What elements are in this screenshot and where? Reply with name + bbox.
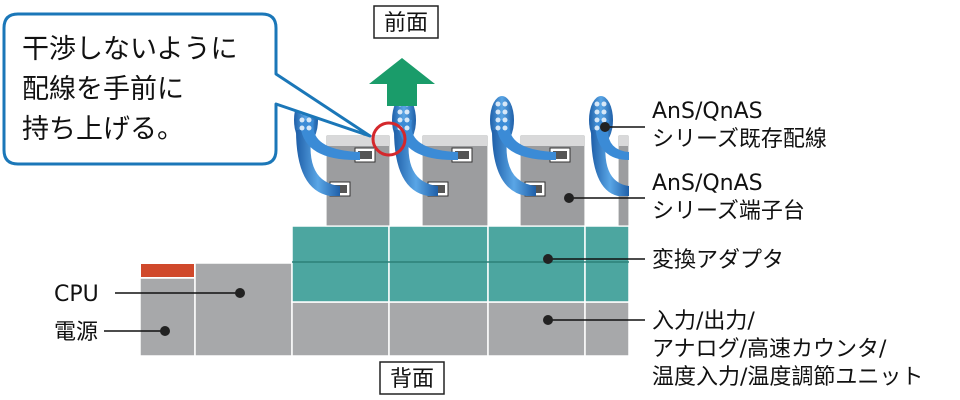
adapter-leader-dot — [543, 254, 553, 264]
upward-arrow-icon — [369, 58, 435, 106]
cpu-accent-bar — [141, 264, 194, 277]
power-label: 電源 — [54, 320, 98, 345]
front-label-box — [373, 5, 439, 39]
callout-line-1: 干渉しないように — [22, 34, 237, 65]
adapter-1 — [291, 225, 390, 303]
io-module-label-1: 入力/出力/ — [652, 309, 755, 334]
power-leader-dot — [160, 326, 170, 336]
existing-wiring-label-1: AnS/QnAS — [652, 99, 763, 124]
back-label: 背面 — [390, 367, 434, 392]
adapter-4 — [584, 225, 630, 303]
terminal-block-4 — [617, 134, 630, 227]
adapter-3 — [487, 225, 586, 303]
conversion-adapter-row — [291, 225, 630, 303]
io-module-3 — [487, 301, 586, 357]
adapter-2 — [388, 225, 489, 303]
highlight-circle-icon — [371, 121, 407, 157]
terminal-block-label-2: シリーズ端子台 — [652, 199, 805, 224]
cpu-module — [194, 262, 293, 357]
terminal-blocks — [325, 134, 630, 227]
io-module-1 — [291, 301, 390, 357]
terminal-block-label-1: AnS/QnAS — [652, 171, 763, 196]
io-leader-dot — [543, 315, 553, 325]
wire-bundle-3 — [490, 96, 556, 196]
io-module-4 — [584, 301, 630, 357]
callout-bubble — [2, 12, 372, 166]
terminal-block-1 — [325, 134, 391, 227]
wiring-leader-dot — [600, 122, 610, 132]
back-label-box — [379, 361, 445, 395]
conversion-adapter-label: 変換アダプタ — [652, 248, 784, 273]
callout-line-2: 配線を手前に — [22, 74, 184, 105]
front-label: 前面 — [384, 11, 428, 36]
terminal-leader-dot — [564, 193, 574, 203]
cpu-leader-dot — [235, 288, 245, 298]
io-module-2 — [388, 301, 489, 357]
cpu-label: CPU — [54, 282, 99, 307]
io-module-label-3: 温度入力/温度調節ユニット — [652, 365, 923, 390]
existing-wiring — [294, 96, 629, 196]
existing-wiring-label-2: シリーズ既存配線 — [652, 127, 827, 152]
callout-line-3: 持ち上げる。 — [22, 114, 184, 145]
io-module-label-2: アナログ/高速カウンタ/ — [652, 337, 887, 362]
power-module — [139, 277, 196, 357]
